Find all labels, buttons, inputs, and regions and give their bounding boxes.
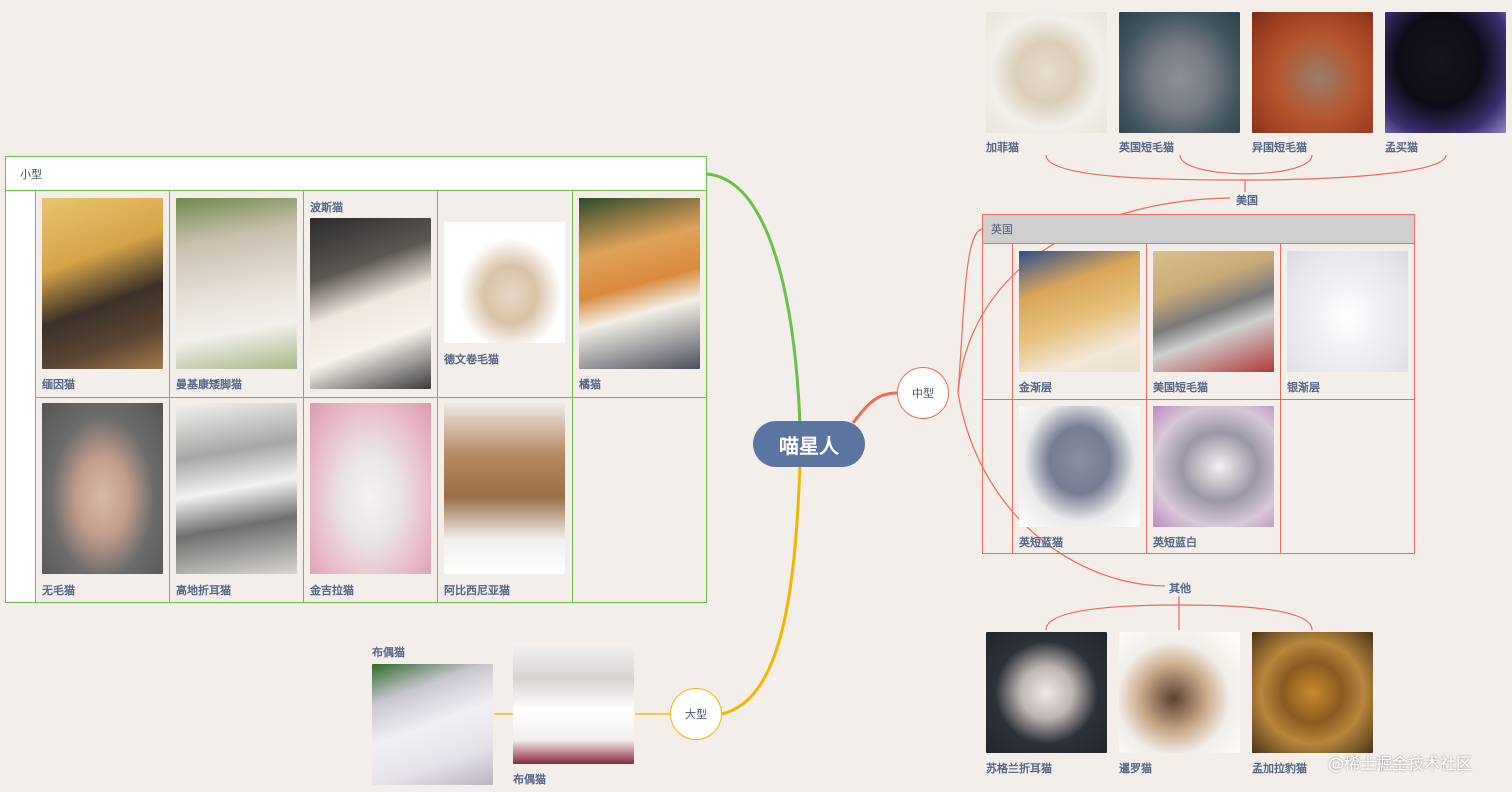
photo-siamese <box>1119 632 1240 753</box>
photo-bengal <box>1252 632 1373 753</box>
photo-ragdoll-2 <box>513 643 634 764</box>
label-bengal: 孟加拉豹猫 <box>1252 762 1307 775</box>
photo-munchkin <box>176 198 297 369</box>
label-devon-rex: 德文卷毛猫 <box>444 353 499 366</box>
label-british-shorthair: 英国短毛猫 <box>1119 141 1174 154</box>
photo-sphynx <box>42 403 163 574</box>
label-silver-shaded: 银渐层 <box>1287 381 1320 394</box>
label-orange-cat: 橘猫 <box>579 378 601 391</box>
small-header[interactable]: 小型 <box>5 156 707 191</box>
branch-medium[interactable]: 中型 <box>897 367 949 419</box>
photo-british-shorthair <box>1119 12 1240 133</box>
label-persian: 波斯猫 <box>310 201 343 214</box>
root-topic[interactable]: 喵星人 <box>753 421 865 467</box>
uk-header-label: 英国 <box>991 223 1013 236</box>
photo-ragdoll-1 <box>372 664 493 785</box>
label-bombay: 孟买猫 <box>1385 141 1418 154</box>
subtopic-usa[interactable]: 美国 <box>1234 192 1260 208</box>
label-munchkin: 曼基康矮脚猫 <box>176 378 242 391</box>
photo-chinchilla <box>310 403 431 574</box>
label-maine-coon: 缅因猫 <box>42 378 75 391</box>
label-ragdoll-2: 布偶猫 <box>513 773 546 786</box>
photo-american-shorthair <box>1153 251 1274 372</box>
label-scottish-fold-2: 苏格兰折耳猫 <box>986 762 1052 775</box>
photo-scottish-fold <box>176 403 297 574</box>
connector-large <box>721 464 802 716</box>
label-sphynx: 无毛猫 <box>42 584 75 597</box>
photo-scottish-fold-2 <box>986 632 1107 753</box>
photo-exotic-shorthair <box>1252 12 1373 133</box>
label-golden-shaded: 金渐层 <box>1019 381 1052 394</box>
label-british-blue-white: 英短蓝白 <box>1153 536 1197 549</box>
label-exotic-shorthair: 异国短毛猫 <box>1252 141 1307 154</box>
photo-persian <box>310 218 431 389</box>
label-siamese: 暹罗猫 <box>1119 762 1152 775</box>
photo-british-blue <box>1019 406 1140 527</box>
photo-maine-coon <box>42 198 163 369</box>
connector-medium <box>851 391 898 424</box>
label-american-shorthair: 美国短毛猫 <box>1153 381 1208 394</box>
photo-golden-shaded <box>1019 251 1140 372</box>
photo-bombay <box>1385 12 1506 133</box>
photo-abyssinian <box>444 403 565 574</box>
label-ragdoll-1: 布偶猫 <box>372 646 405 659</box>
connector-small <box>706 172 802 426</box>
subtopic-other[interactable]: 其他 <box>1167 580 1193 596</box>
label-scottish-fold: 高地折耳猫 <box>176 584 231 597</box>
label-chinchilla: 金吉拉猫 <box>310 584 354 597</box>
label-garfield: 加菲猫 <box>986 141 1019 154</box>
label-british-blue: 英短蓝猫 <box>1019 536 1063 549</box>
other-bracket <box>1045 604 1313 631</box>
branch-large[interactable]: 大型 <box>670 688 722 740</box>
watermark: @稀土掘金技术社区 <box>1328 754 1473 773</box>
photo-silver-shaded <box>1287 251 1408 372</box>
label-abyssinian: 阿比西尼亚猫 <box>444 584 510 597</box>
photo-british-blue-white <box>1153 406 1274 527</box>
photo-garfield <box>986 12 1107 133</box>
photo-devon-rex <box>444 222 565 343</box>
uk-header[interactable]: 英国 <box>982 214 1415 244</box>
small-header-label: 小型 <box>20 167 42 181</box>
usa-bracket <box>1045 154 1447 181</box>
photo-orange-cat <box>579 198 700 369</box>
connector-medium-uk <box>957 228 984 394</box>
